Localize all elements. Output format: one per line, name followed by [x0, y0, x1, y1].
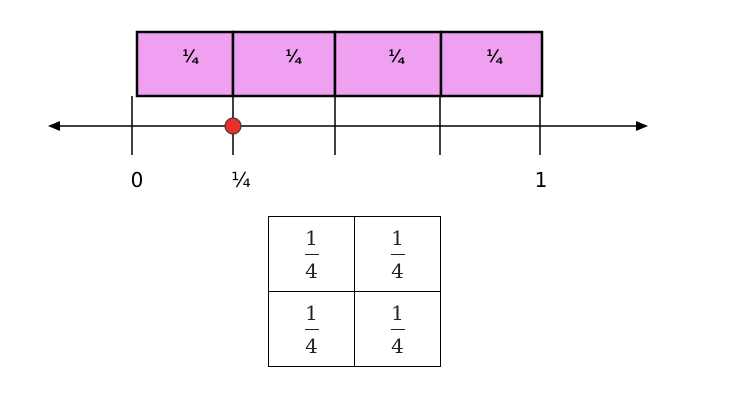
fraction-bar: [304, 253, 319, 255]
label-one: 1: [535, 168, 548, 192]
numerator: 1: [391, 225, 404, 250]
label-zero: 0: [131, 168, 144, 192]
fraction-bar: [304, 328, 319, 330]
denominator: 4: [305, 258, 318, 283]
denominator: 4: [305, 333, 318, 358]
strip-label-2: ¼: [285, 46, 302, 66]
strip-piece-4: [439, 30, 544, 98]
strip-label-3: ¼: [388, 46, 405, 66]
strip-piece-3: [333, 30, 443, 98]
fraction-strip: ¼ ¼ ¼ ¼: [135, 30, 544, 98]
fraction-bar: [390, 328, 405, 330]
left-arrow-icon: [48, 121, 60, 131]
numerator: 1: [391, 300, 404, 325]
strip-piece-1: [135, 30, 235, 98]
marked-point: [224, 117, 242, 135]
denominator: 4: [391, 258, 404, 283]
fraction-bar: [390, 253, 405, 255]
numerator: 1: [305, 300, 318, 325]
strip-piece-2: [231, 30, 337, 98]
strip-label-4: ¼: [486, 46, 503, 66]
right-arrow-icon: [636, 121, 648, 131]
strip-label-1: ¼: [182, 46, 199, 66]
denominator: 4: [391, 333, 404, 358]
numerator: 1: [305, 225, 318, 250]
number-line: 0 ¼ 1: [48, 96, 648, 192]
label-quarter: ¼: [231, 168, 250, 192]
